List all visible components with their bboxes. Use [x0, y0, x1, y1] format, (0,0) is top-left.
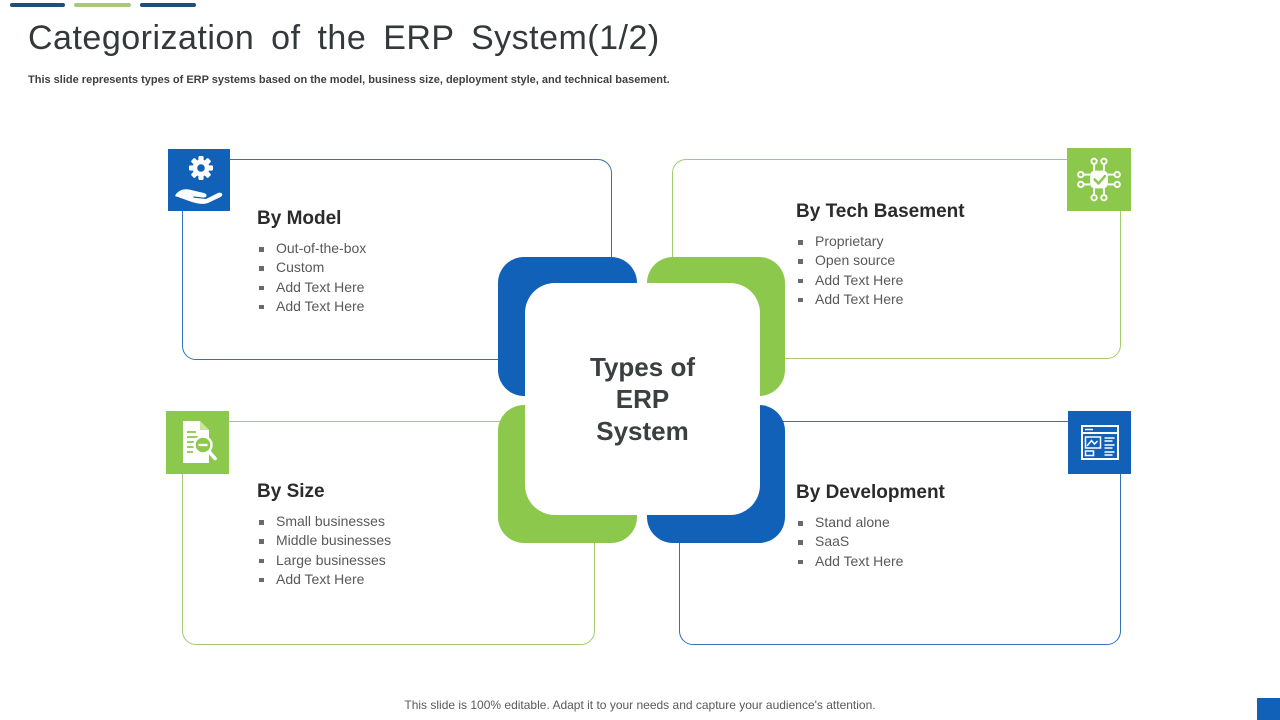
quadrant-by-model: By Model Out-of-the-box Custom Add Text …: [257, 207, 487, 316]
list-item: SaaS: [796, 532, 1036, 551]
document-magnifier-icon: [166, 411, 229, 474]
center-card: Types of ERP System: [525, 283, 760, 515]
quadrant-by-development: By Development Stand alone SaaS Add Text…: [796, 481, 1036, 571]
list-item: Custom: [257, 258, 487, 277]
list-item: Add Text Here: [796, 552, 1036, 571]
list-item: Middle businesses: [257, 531, 487, 550]
quadrant-title-by-model: By Model: [257, 208, 342, 229]
list-item: Out-of-the-box: [257, 239, 487, 258]
list-item: Add Text Here: [257, 278, 487, 297]
list-item: Open source: [796, 251, 1036, 270]
quadrant-list-by-model: Out-of-the-box Custom Add Text Here Add …: [257, 239, 487, 316]
accent-bar-blue-2: [140, 3, 196, 7]
quadrant-list-by-tech-basement: Proprietary Open source Add Text Here Ad…: [796, 232, 1036, 309]
list-item: Add Text Here: [257, 297, 487, 316]
network-check-icon: [1067, 148, 1131, 211]
center-label: Types of ERP System: [590, 352, 695, 446]
quadrant-title-by-development: By Development: [796, 482, 945, 503]
quadrant-by-size: By Size Small businesses Middle business…: [257, 480, 487, 589]
list-item: Stand alone: [796, 513, 1036, 532]
accent-bar-blue-1: [10, 3, 65, 7]
quadrant-list-by-development: Stand alone SaaS Add Text Here: [796, 513, 1036, 571]
list-item: Add Text Here: [257, 570, 487, 589]
list-item: Add Text Here: [796, 290, 1036, 309]
list-item: Proprietary: [796, 232, 1036, 251]
corner-accent-square: [1257, 698, 1280, 720]
page-title: Categorization of the ERP System(1/2): [28, 19, 660, 57]
quadrant-title-by-size: By Size: [257, 481, 325, 502]
list-item: Small businesses: [257, 512, 487, 531]
footer-note: This slide is 100% editable. Adapt it to…: [404, 698, 876, 712]
window-layout-icon: [1068, 411, 1131, 474]
list-item: Add Text Here: [796, 271, 1036, 290]
slide-subtitle: This slide represents types of ERP syste…: [28, 74, 670, 86]
quadrant-by-tech-basement: By Tech Basement Proprietary Open source…: [796, 200, 1036, 309]
quadrant-list-by-size: Small businesses Middle businesses Large…: [257, 512, 487, 589]
quadrant-title-by-tech-basement: By Tech Basement: [796, 201, 965, 222]
gear-hand-icon: [168, 149, 230, 211]
accent-bar-green: [74, 3, 131, 7]
list-item: Large businesses: [257, 551, 487, 570]
